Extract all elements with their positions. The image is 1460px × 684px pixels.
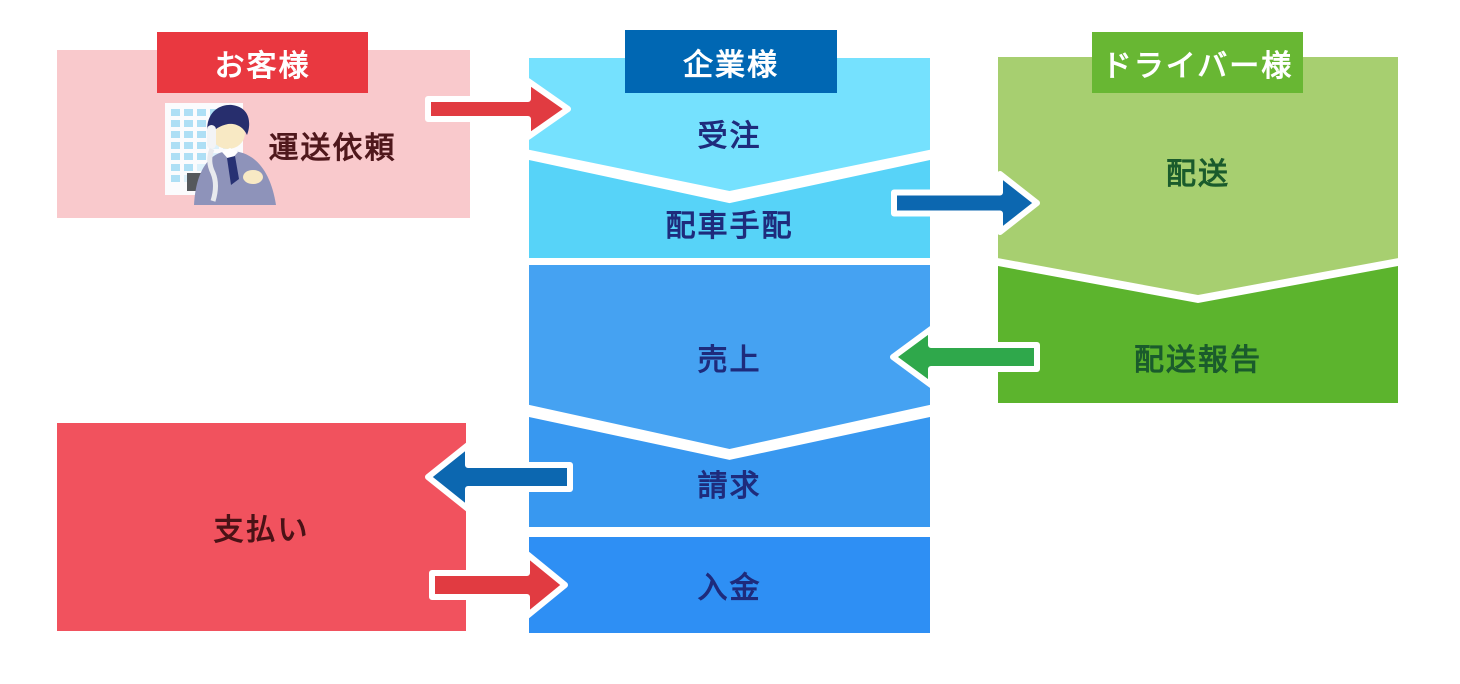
step-deposit-box: 入金 (529, 537, 930, 633)
customer-header: お客様 (157, 32, 368, 93)
step-dispatch-label: 配車手配 (665, 210, 794, 243)
payment-box: 支払い (57, 423, 466, 631)
step-order-label: 受注 (697, 120, 762, 153)
step-deposit-label: 入金 (697, 572, 762, 605)
office-worker-phone-icon (165, 103, 276, 205)
driver-header-label: ドライバー様 (1101, 49, 1294, 83)
step-sales-box: 売上 (529, 265, 930, 449)
payment-label: 支払い (213, 514, 310, 547)
customer-header-label: お客様 (214, 49, 311, 83)
step-sales-label: 売上 (697, 344, 762, 377)
step-delivery-label: 配送 (1166, 158, 1230, 191)
company-header: 企業様 (625, 30, 837, 93)
driver-header: ドライバー様 (1092, 32, 1303, 93)
request-label: 運送依頼 (268, 131, 397, 165)
step-delivery-box: 配送 (998, 57, 1398, 295)
person-on-phone (194, 104, 276, 205)
step-report-label: 配送報告 (1134, 344, 1262, 377)
step-dispatch-box: 配車手配 (529, 160, 930, 258)
company-header-label: 企業様 (683, 48, 779, 82)
step-billing-label: 請求 (697, 470, 762, 503)
